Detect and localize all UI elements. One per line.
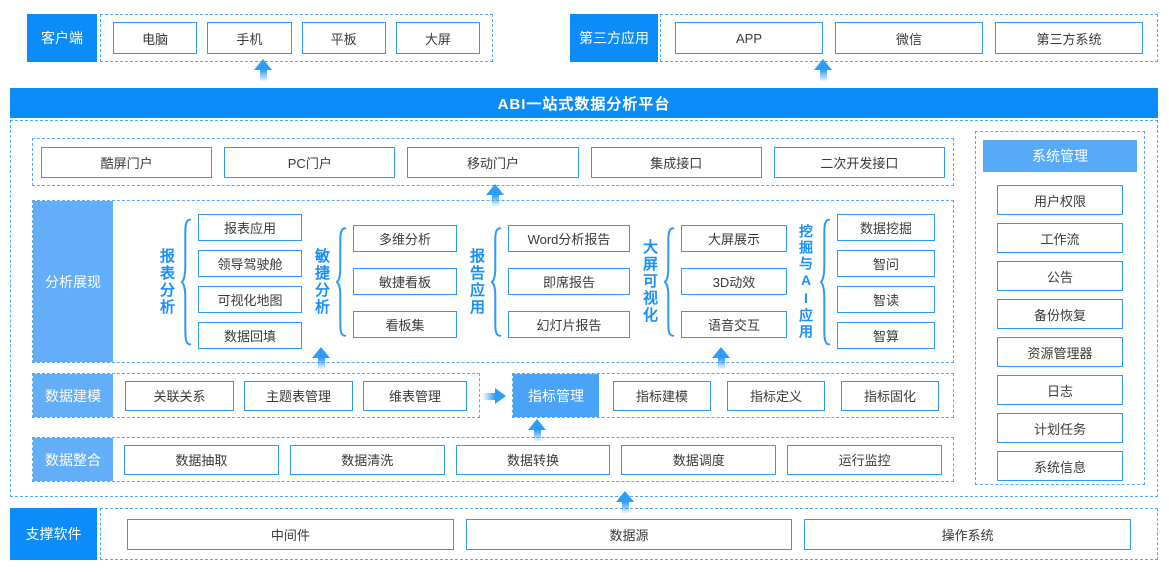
- client-items-container: 电脑 手机 平板 大屏: [100, 14, 493, 62]
- support-item: 操作系统: [804, 518, 1132, 550]
- third-party-items-container: APP 微信 第三方系统: [660, 14, 1158, 62]
- up-arrow-icon: [312, 347, 330, 370]
- modeling-item: 维表管理: [363, 380, 467, 411]
- up-arrow-icon: [528, 419, 546, 442]
- group-title: 报表分析: [158, 247, 175, 316]
- analysis-item: 即席报告: [508, 268, 630, 295]
- indicator-item: 指标建模: [613, 380, 711, 411]
- brace-icon: [489, 226, 503, 338]
- analysis-item: 领导驾驶舱: [198, 250, 302, 277]
- third-party-item: 微信: [835, 22, 983, 54]
- support-item: 数据源: [465, 518, 793, 550]
- client-item: 平板: [301, 22, 386, 54]
- analysis-item: 看板集: [353, 311, 457, 338]
- analysis-group-reporting: 报告应用 Word分析报告 即席报告 幻灯片报告: [468, 225, 630, 338]
- platform-banner: ABI一站式数据分析平台: [10, 88, 1158, 118]
- group-title: 报告应用: [468, 247, 485, 316]
- analysis-item: Word分析报告: [508, 225, 630, 252]
- analysis-item: 数据回填: [198, 322, 302, 349]
- portal-item: 集成接口: [590, 146, 762, 178]
- right-arrow-icon: [483, 388, 506, 404]
- group-title: 敏捷分析: [313, 247, 330, 316]
- modeling-row: 数据建模 关联关系 主题表管理 维表管理: [32, 373, 480, 418]
- up-arrow-icon: [814, 59, 832, 82]
- up-arrow-icon: [616, 491, 634, 514]
- modeling-item: 关联关系: [125, 380, 235, 411]
- support-items-container: 中间件 数据源 操作系统: [100, 508, 1158, 560]
- indicator-item: 指标定义: [727, 380, 825, 411]
- analysis-item: 多维分析: [353, 225, 457, 252]
- indicator-item: 指标固化: [841, 380, 939, 411]
- system-item: 计划任务: [997, 413, 1123, 443]
- portal-row: 酷屏门户 PC门户 移动门户 集成接口 二次开发接口: [32, 138, 954, 186]
- system-item: 工作流: [997, 223, 1123, 253]
- indicator-management-label: 指标管理: [513, 374, 599, 417]
- third-party-item: 第三方系统: [995, 22, 1143, 54]
- portal-item: 酷屏门户: [41, 146, 213, 178]
- portal-item: 移动门户: [407, 146, 579, 178]
- portal-item: 二次开发接口: [773, 146, 946, 178]
- third-party-section-label: 第三方应用: [570, 14, 658, 62]
- group-title: 大屏可视化: [641, 239, 658, 324]
- system-management-header: 系统管理: [983, 140, 1137, 172]
- integration-item: 运行监控: [787, 444, 942, 475]
- integration-item: 数据抽取: [124, 444, 279, 475]
- portal-item: PC门户: [224, 146, 396, 178]
- brace-icon: [179, 217, 193, 347]
- support-item: 中间件: [127, 518, 454, 550]
- system-item: 系统信息: [997, 451, 1123, 481]
- system-item: 资源管理器: [997, 337, 1123, 367]
- analysis-group-report: 报表分析 报表应用 领导驾驶舱 可视化地图 数据回填: [158, 214, 302, 349]
- third-party-item: APP: [675, 22, 823, 54]
- up-arrow-icon: [486, 184, 504, 207]
- analysis-section: 分析展现 报表分析 报表应用 领导驾驶舱 可视化地图 数据回填 敏捷分析: [32, 200, 954, 363]
- system-item: 公告: [997, 261, 1123, 291]
- analysis-item: 敏捷看板: [353, 268, 457, 295]
- platform-body-container: [10, 120, 1158, 497]
- analysis-item: 智读: [837, 286, 935, 313]
- system-item: 日志: [997, 375, 1123, 405]
- analysis-item: 大屏展示: [681, 225, 787, 252]
- up-arrow-icon: [712, 347, 730, 370]
- modeling-item: 主题表管理: [244, 380, 354, 411]
- analysis-item: 智算: [837, 322, 935, 349]
- integration-item: 数据转换: [455, 444, 611, 475]
- system-management-sidebar: 系统管理 用户权限 工作流 公告 备份恢复 资源管理器 日志 计划任务 系统信息: [975, 131, 1145, 485]
- integration-section-label: 数据整合: [33, 438, 113, 481]
- group-title: 挖掘与AI应用: [798, 223, 814, 340]
- client-item: 手机: [207, 22, 292, 54]
- analysis-item: 数据挖掘: [837, 214, 935, 241]
- client-item: 电脑: [113, 22, 198, 54]
- analysis-groups: 报表分析 报表应用 领导驾驶舱 可视化地图 数据回填 敏捷分析 多维分析: [145, 201, 945, 362]
- analysis-item: 可视化地图: [198, 286, 302, 313]
- system-item: 用户权限: [997, 185, 1123, 215]
- analysis-item: 3D动效: [681, 268, 787, 295]
- analysis-item: 幻灯片报告: [508, 311, 630, 338]
- brace-icon: [334, 226, 348, 338]
- analysis-item: 语音交互: [681, 311, 787, 338]
- client-section-label: 客户端: [27, 14, 97, 62]
- brace-icon: [662, 226, 676, 338]
- analysis-group-bigscreen: 大屏可视化 大屏展示 3D动效 语音交互: [641, 225, 787, 338]
- indicator-row: 指标管理 指标建模 指标定义 指标固化: [512, 373, 954, 418]
- client-item: 大屏: [395, 22, 480, 54]
- brace-icon: [818, 217, 832, 347]
- analysis-item: 智问: [837, 250, 935, 277]
- analysis-group-ai: 挖掘与AI应用 数据挖掘 智问 智读 智算: [798, 214, 935, 349]
- integration-item: 数据调度: [621, 444, 777, 475]
- analysis-section-label: 分析展现: [33, 201, 113, 362]
- integration-item: 数据清洗: [289, 444, 445, 475]
- modeling-section-label: 数据建模: [33, 374, 113, 417]
- analysis-item: 报表应用: [198, 214, 302, 241]
- up-arrow-icon: [254, 59, 272, 82]
- analysis-group-agile: 敏捷分析 多维分析 敏捷看板 看板集: [313, 225, 457, 338]
- support-section-label: 支撑软件: [10, 508, 97, 560]
- system-item: 备份恢复: [997, 299, 1123, 329]
- integration-row: 数据整合 数据抽取 数据清洗 数据转换 数据调度 运行监控: [32, 437, 954, 482]
